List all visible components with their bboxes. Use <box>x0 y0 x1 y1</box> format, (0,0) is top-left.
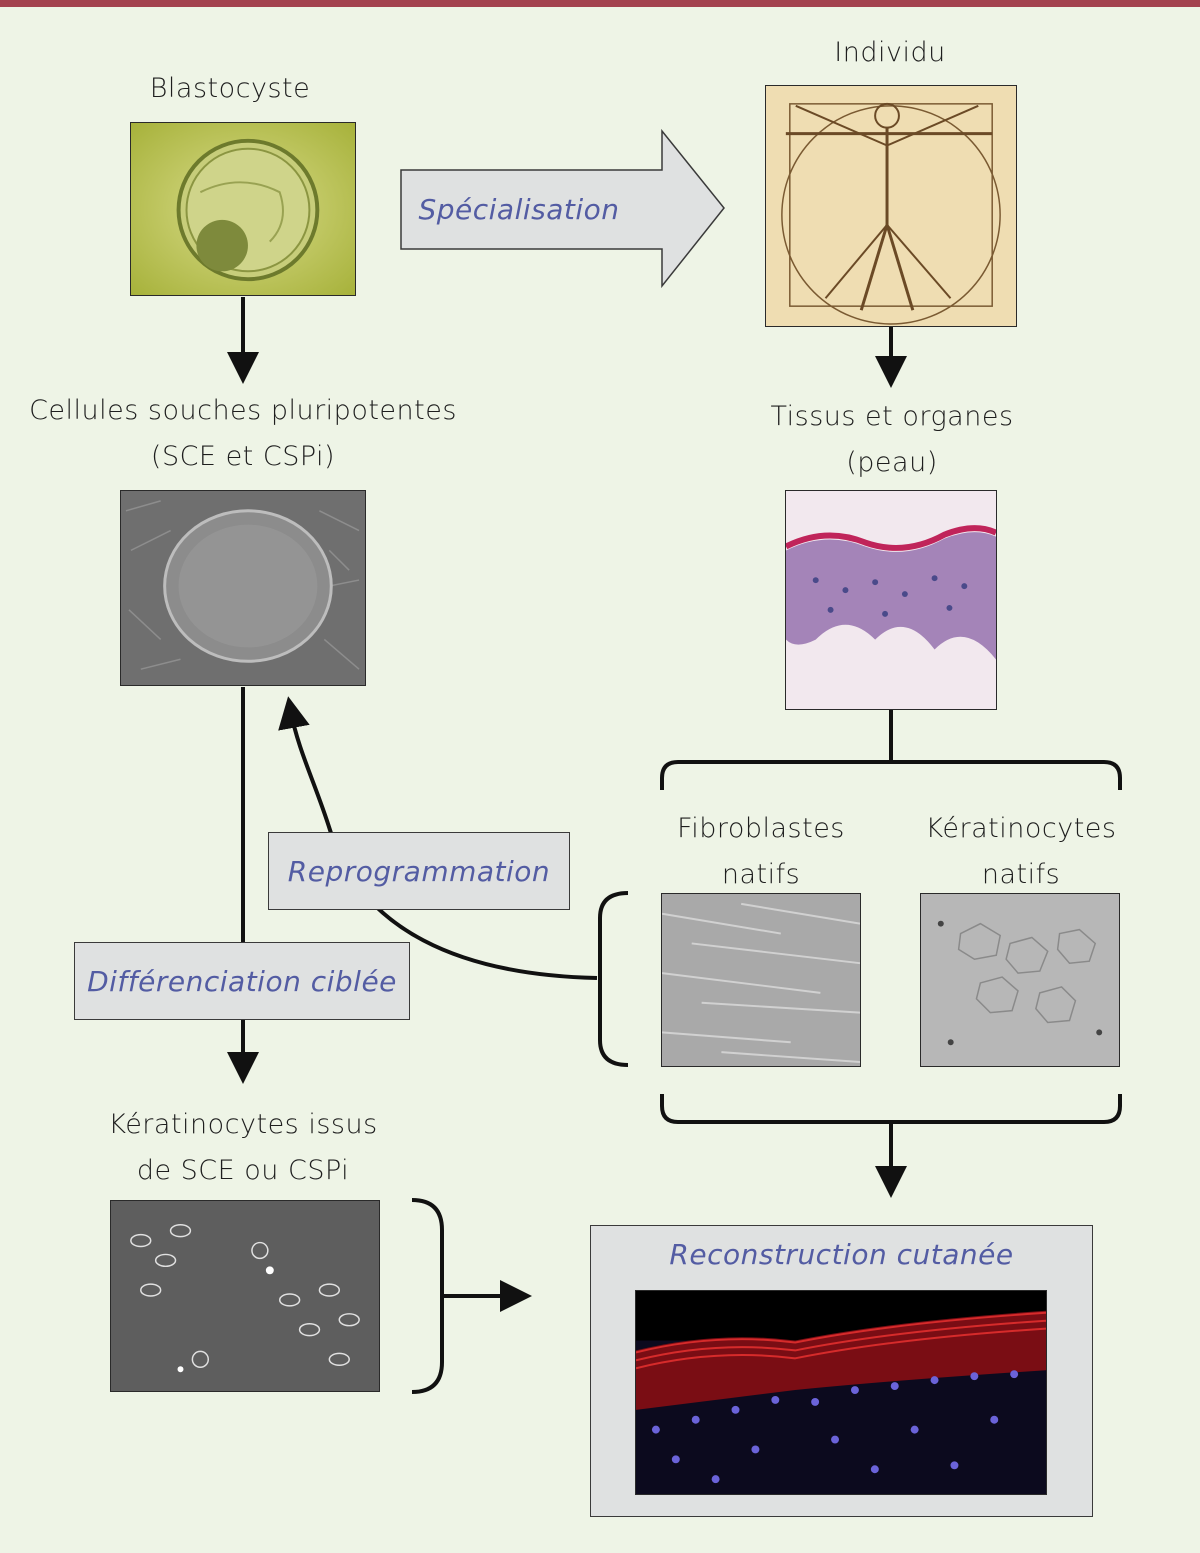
specialisation-arrow-shape <box>400 128 725 289</box>
label-keratinocytes-native: Kératinocytes natifs <box>925 813 1117 890</box>
bottom-bracket <box>660 1094 1122 1124</box>
blastocyst-image <box>130 122 356 296</box>
top-accent-bar <box>0 0 1200 7</box>
skin-histology-image <box>785 490 997 710</box>
specialisation-label: Spécialisation <box>418 192 620 226</box>
label-derived-keratinocytes: Kératinocytes issus de SCE ou CSPi <box>108 1109 378 1186</box>
differentiation-box: Différenciation ciblée <box>74 942 410 1020</box>
fibroblasts-image <box>661 893 861 1067</box>
label-pluripotent: Cellules souches pluripotentes (SCE et C… <box>29 395 457 472</box>
label-individual: Individu <box>834 37 946 68</box>
reprogramming-box: Reprogrammation <box>268 832 570 910</box>
reconstruction-image <box>635 1290 1047 1495</box>
native-keratinocytes-image <box>920 893 1120 1067</box>
left-bracket <box>598 891 629 1067</box>
derived-keratinocytes-image <box>110 1200 380 1392</box>
label-tissues: Tissus et organes (peau) <box>770 401 1014 478</box>
right-bracket <box>411 1198 444 1394</box>
label-fibroblasts: Fibroblastes natifs <box>677 813 845 890</box>
pluripotent-colony-image <box>120 490 366 686</box>
top-bracket <box>660 760 1122 790</box>
reconstruction-title: Reconstruction cutanée <box>669 1238 1014 1271</box>
vitruvian-man-image <box>765 85 1017 327</box>
label-blastocyst: Blastocyste <box>149 73 311 104</box>
